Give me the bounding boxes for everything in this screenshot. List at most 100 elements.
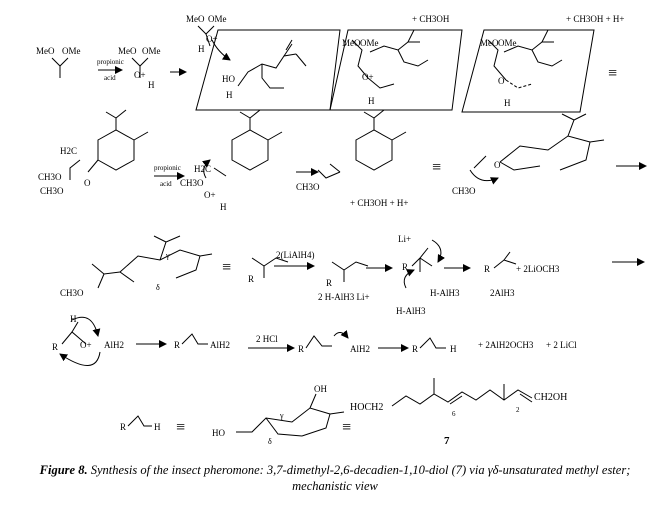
reaction-scheme: MeO OMe propionic acid MeO OMe O+ H MeO … (36, 14, 647, 447)
equiv-3: ≡ (222, 259, 231, 276)
label-h-5: H (504, 98, 511, 108)
label-gamma-1: γ (165, 251, 170, 260)
equiv-2: ≡ (432, 159, 441, 176)
label-alh2c: AlH2 (350, 344, 370, 354)
byproduct-3: + CH3OH + H+ (350, 198, 408, 208)
label-h-7: H (70, 314, 77, 324)
label-r-3: R (402, 262, 408, 272)
product-pos2: 2 (516, 406, 520, 414)
byproduct-2: + CH3OH + H+ (566, 14, 624, 24)
label-acid-1: acid (104, 74, 116, 82)
rearranged-ester (91, 235, 213, 289)
label-propionic-1: propionic (97, 58, 124, 66)
label-alh2b: AlH2 (210, 340, 230, 350)
label-propionic-2: propionic (154, 164, 181, 172)
equiv-5: ≡ (342, 419, 351, 436)
label-ch3o-d: CH3O (296, 182, 320, 192)
label-ome-2: OMe (142, 46, 161, 56)
label-halh3-a: H-AlH3 (430, 288, 460, 298)
label-r-7: R (298, 344, 304, 354)
label-ch3o-a: CH3O (38, 172, 62, 182)
label-r-9: R (120, 422, 126, 432)
label-oplus-5: O+ (80, 340, 92, 350)
label-lialh4: 2(LiAlH4) (276, 250, 315, 260)
label-r-2: R (326, 278, 332, 288)
label-hal-li: 2 H-AlH3 Li+ (318, 292, 370, 302)
label-r-8: R (412, 344, 418, 354)
label-halh3-b: H-AlH3 (396, 306, 426, 316)
label-hcl: 2 HCl (256, 334, 278, 344)
label-meo-3: MeO (186, 14, 205, 24)
oxonium-structure (131, 57, 149, 78)
label-ch3o-c: CH3O (180, 178, 204, 188)
panel1-molecule (197, 25, 307, 89)
label-meo-5: MeO (480, 38, 499, 48)
product-number: 7 (444, 435, 450, 447)
label-meo-2: MeO (118, 46, 137, 56)
label-r-4: R (484, 264, 490, 274)
label-ho-2: HO (212, 428, 225, 438)
label-oplus-4: O+ (204, 190, 216, 200)
label-h-1: H (148, 80, 155, 90)
label-oplus-3: O+ (362, 72, 374, 82)
label-alh2: AlH2 (104, 340, 124, 350)
ester-attacked (331, 261, 369, 282)
byproduct-5: + 2AlH2OCH3 (478, 340, 534, 350)
product-pos6: 6 (452, 410, 456, 418)
label-alh3: 2AlH3 (490, 288, 515, 298)
orthoester-structure (51, 57, 69, 78)
alkoxy-alane (181, 333, 208, 345)
transition-panel-3 (461, 29, 595, 113)
label-h-8: H (450, 344, 457, 354)
tetrahedral-intermediate (403, 239, 445, 289)
byproduct-1: + CH3OH (412, 14, 450, 24)
label-ch3o-b: CH3O (40, 186, 64, 196)
panel3-molecule (487, 29, 563, 89)
protonated-acetal (202, 109, 283, 179)
label-delta-1: δ (156, 283, 160, 292)
alcohol-generic (127, 415, 152, 427)
alkoxide-complex (59, 316, 101, 366)
equiv-4: ≡ (176, 419, 185, 436)
label-o-5: O (498, 76, 505, 86)
product-left: HOCH2 (350, 402, 383, 413)
byproduct-4: + 2LiOCH3 (516, 264, 560, 274)
label-ome-3: OMe (208, 14, 227, 24)
panel2-molecule (351, 29, 429, 89)
label-o-7: O (494, 160, 501, 170)
transition-panel-2 (329, 29, 463, 111)
label-ome-5: OMe (498, 38, 517, 48)
label-oplus-2: O+ (206, 34, 218, 44)
label-h2c-2: H2C (194, 164, 211, 174)
label-meo-4: MeO (342, 38, 361, 48)
label-ch3o-f: CH3O (60, 288, 84, 298)
label-ome-1: OMe (62, 46, 81, 56)
primary-alcohol (419, 337, 446, 349)
label-oh-2: OH (314, 384, 327, 394)
aldehyde (493, 251, 517, 269)
caption-lead: Figure 8. (39, 463, 88, 477)
ketene-acetal-precursor (69, 109, 149, 180)
label-r-1: R (248, 274, 254, 284)
label-h-4: H (368, 96, 375, 106)
transition-panel-1 (195, 29, 341, 111)
chair-conformer (469, 113, 605, 185)
label-h-3: H (226, 90, 233, 100)
ketene-acetal (317, 109, 407, 179)
caption-text: Synthesis of the insect pheromone: 3,7-d… (87, 463, 631, 493)
protonated-alkoxide (305, 330, 349, 349)
ester-generic (251, 257, 289, 278)
label-gamma-2: γ (279, 411, 284, 420)
label-h-2: H (198, 44, 205, 54)
label-h2c-1: H2C (60, 146, 77, 156)
product-7-skeleton (391, 378, 533, 407)
label-h-6: H (220, 202, 227, 212)
byproduct-6: + 2 LiCl (546, 340, 577, 350)
label-h-9: H (154, 422, 161, 432)
label-ome-4: OMe (360, 38, 379, 48)
label-o-6: O (84, 178, 91, 188)
label-r-6: R (174, 340, 180, 350)
label-delta-2: δ (268, 437, 272, 446)
label-acid-2: acid (160, 180, 172, 188)
label-oplus-1: O+ (134, 70, 146, 80)
